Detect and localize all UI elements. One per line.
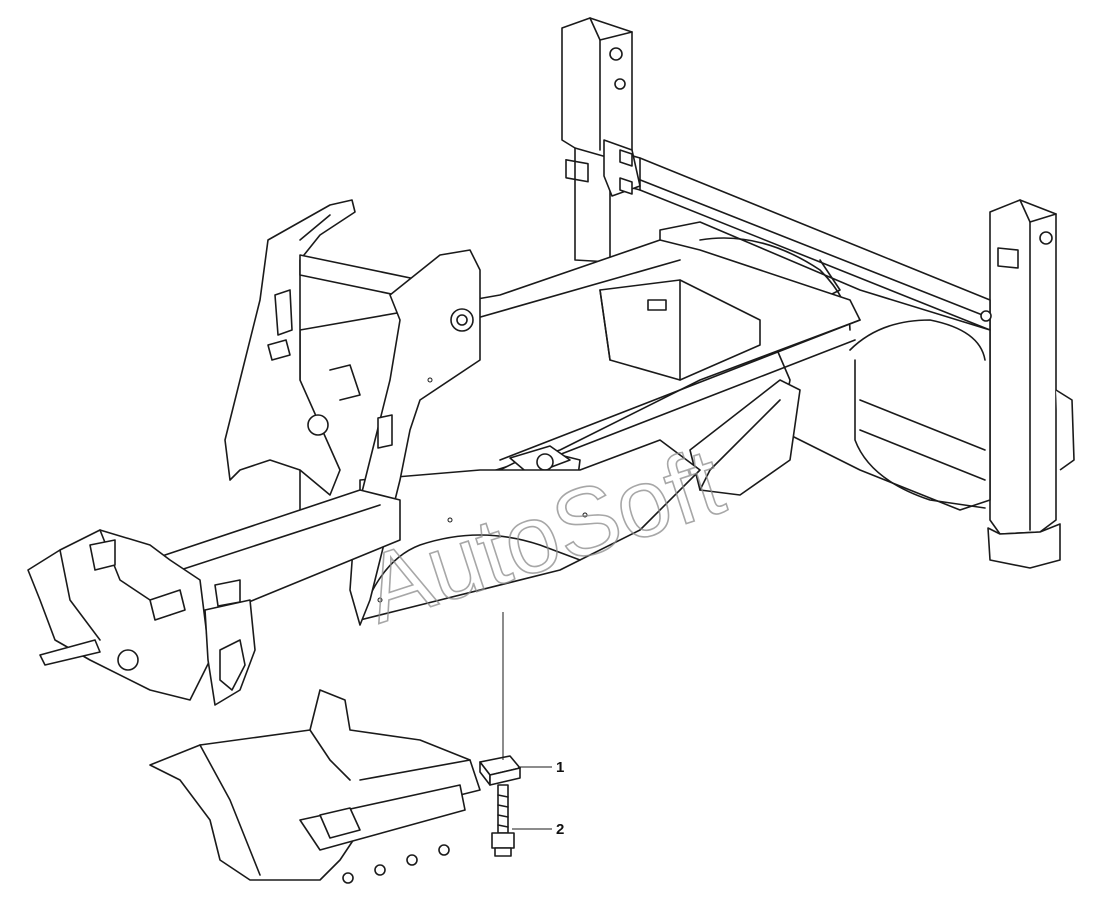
part-1-mounting-plate — [479, 755, 521, 786]
main-lower-side-panel — [359, 439, 701, 621]
rear-crossmember — [603, 139, 992, 331]
front-pillar-left — [224, 199, 421, 496]
rear-upright-post-left — [561, 17, 633, 263]
callout-2-label: 2 — [556, 821, 564, 838]
part-2-bolt — [491, 784, 515, 857]
rear-upright-post-right — [987, 199, 1075, 569]
front-end-section — [27, 529, 256, 706]
skid-plate — [149, 689, 481, 884]
vehicle-frame-assembly — [27, 17, 1075, 706]
callout-1-label: 1 — [556, 759, 564, 776]
